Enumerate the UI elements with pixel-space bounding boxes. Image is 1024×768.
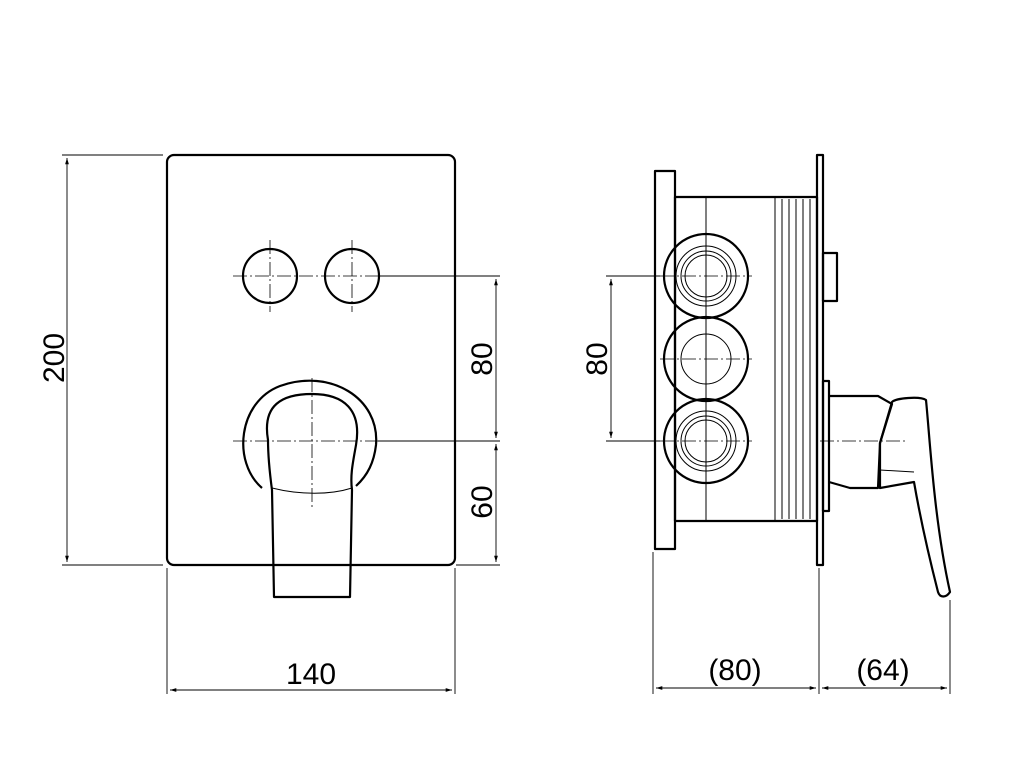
lever-handle-side: [878, 396, 952, 598]
cover-plate: [165, 153, 457, 567]
front-view: 200 80 60 140: [38, 153, 500, 694]
dim-body-depth-label: (80): [708, 654, 761, 687]
thread-lines: [781, 199, 811, 519]
handle-collar: [821, 379, 831, 513]
dim-width-label: 140: [286, 658, 336, 691]
lever-side-profile: [828, 394, 894, 490]
lever-handle: [265, 392, 359, 599]
dim-lever-to-bottom-label: 60: [466, 485, 499, 518]
dim-buttons-to-lever-label: 80: [466, 342, 499, 375]
button-stub: [821, 251, 839, 303]
dim-height-label: 200: [38, 333, 71, 383]
dim-outlet-spacing-label: 80: [581, 342, 614, 375]
dim-handle-depth-label: (64): [856, 654, 909, 687]
side-view: 80 (80) (64): [581, 153, 952, 694]
wall-plate: [815, 153, 825, 567]
